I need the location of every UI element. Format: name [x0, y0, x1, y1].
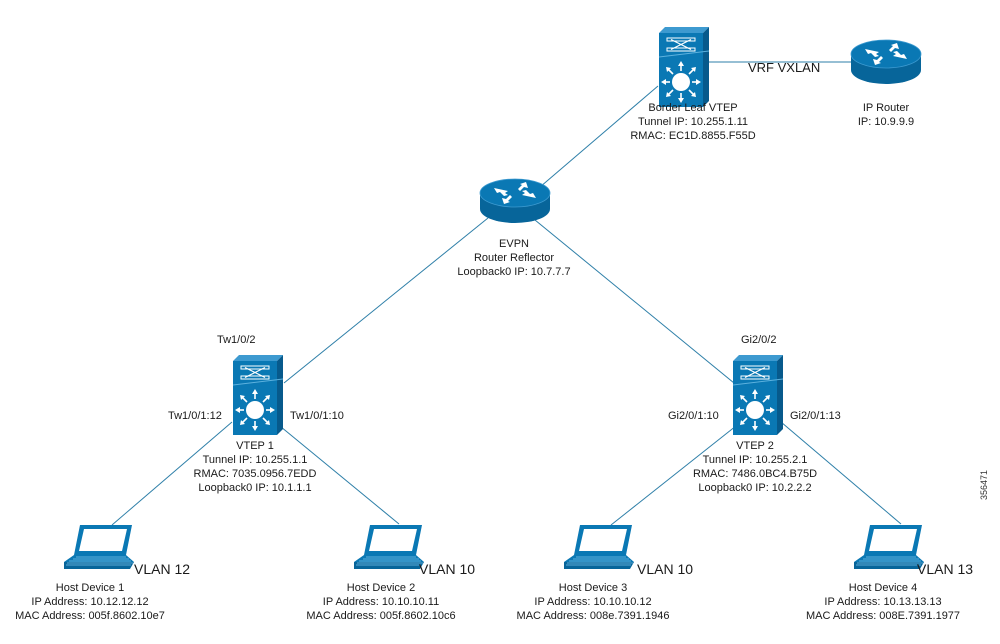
link-vtep1-host1 — [111, 421, 233, 526]
vtep2-name: VTEP 2 — [736, 440, 774, 452]
route-reflector-router-icon[interactable] — [479, 178, 551, 224]
host1-mac: MAC Address: 005f.8602.10e7 — [15, 610, 165, 622]
vtep2-right-port: Gi2/0/1:13 — [790, 410, 841, 422]
host1-name: Host Device 1 — [55, 582, 125, 594]
host3-ip: IP Address: 10.10.10.12 — [534, 596, 652, 608]
vtep2-loopback: Loopback0 IP: 10.2.2.2 — [698, 482, 812, 494]
vtep2-switch-icon[interactable] — [732, 354, 784, 436]
host1-vlan: VLAN 12 — [134, 561, 191, 577]
vtep1-uplink-port: Tw1/0/2 — [217, 334, 256, 346]
host3-mac: MAC Address: 008e.7391.1946 — [516, 610, 670, 622]
host4-vlan: VLAN 13 — [917, 561, 974, 577]
host1-laptop-icon[interactable] — [63, 524, 135, 570]
host2-ip: IP Address: 10.10.10.11 — [322, 596, 440, 608]
host3-label: Host Device 3 IP Address: 10.10.10.12 MA… — [517, 581, 670, 623]
host1-label: Host Device 1 IP Address: 10.12.12.12 MA… — [15, 581, 165, 623]
vtep1-tunnel-ip: Tunnel IP: 10.255.1.1 — [202, 454, 308, 466]
ip-router-icon[interactable] — [850, 39, 922, 85]
link-vtep2-host4 — [780, 421, 902, 525]
route-reflector-label: EVPN Router Reflector Loopback0 IP: 10.7… — [457, 237, 570, 279]
host4-mac: MAC Address: 008E.7391.1977 — [805, 610, 961, 622]
route-reflector-name: Router Reflector — [473, 252, 555, 264]
vtep1-label: VTEP 1 Tunnel IP: 10.255.1.1 RMAC: 7035.… — [194, 439, 317, 495]
border-leaf-switch-icon[interactable] — [658, 26, 710, 108]
link-route-reflector-vtep2 — [534, 219, 735, 384]
vtep1-switch-icon[interactable] — [232, 354, 284, 436]
link-route-reflector-vtep1 — [283, 217, 489, 384]
ip-router-label: IP Router IP: 10.9.9.9 — [858, 101, 914, 129]
host2-vlan: VLAN 10 — [419, 561, 476, 577]
host2-mac: MAC Address: 005f.8602.10c6 — [306, 610, 456, 622]
border-leaf-name: Border Leaf VTEP — [648, 102, 738, 114]
vtep2-uplink-port: Gi2/0/2 — [741, 334, 777, 346]
vtep1-loopback: Loopback0 IP: 10.1.1.1 — [198, 482, 312, 494]
host3-vlan: VLAN 10 — [637, 561, 694, 577]
host2-label: Host Device 2 IP Address: 10.10.10.11 MA… — [306, 581, 455, 623]
host3-name: Host Device 3 — [558, 582, 628, 594]
host3-laptop-icon[interactable] — [563, 524, 635, 570]
vtep1-rmac: RMAC: 7035.0956.7EDD — [193, 468, 317, 480]
host4-name: Host Device 4 — [848, 582, 918, 594]
border-leaf-tunnel-ip: Tunnel IP: 10.255.1.11 — [637, 116, 749, 128]
border-leaf-rmac: RMAC: EC1D.8855.F55D — [630, 130, 756, 142]
link-label-vrf-vxlan: VRF VXLAN — [748, 60, 821, 75]
vtep2-rmac: RMAC: 7486.0BC4.B75D — [692, 468, 818, 480]
ip-router-name: IP Router — [862, 102, 910, 114]
route-reflector-loopback: Loopback0 IP: 10.7.7.7 — [457, 266, 571, 278]
link-border-leaf-route-reflector — [532, 85, 659, 194]
host4-ip: IP Address: 10.13.13.13 — [824, 596, 942, 608]
border-leaf-label: Border Leaf VTEP Tunnel IP: 10.255.1.11 … — [630, 101, 755, 143]
link-vtep2-host3 — [610, 421, 742, 526]
host2-name: Host Device 2 — [346, 582, 416, 594]
host1-ip: IP Address: 10.12.12.12 — [31, 596, 149, 608]
vtep2-left-port: Gi2/0/1:10 — [668, 410, 719, 422]
host2-laptop-icon[interactable] — [353, 524, 425, 570]
figure-id: 356471 — [979, 469, 989, 500]
host4-label: Host Device 4 IP Address: 10.13.13.13 MA… — [806, 581, 960, 623]
vtep1-left-port: Tw1/0/1:12 — [168, 410, 222, 422]
vtep1-name: VTEP 1 — [236, 440, 274, 452]
link-vtep1-host2 — [274, 421, 400, 525]
vtep1-right-port: Tw1/0/1:10 — [290, 410, 344, 422]
vtep2-label: VTEP 2 Tunnel IP: 10.255.2.1 RMAC: 7486.… — [693, 439, 817, 495]
vtep2-tunnel-ip: Tunnel IP: 10.255.2.1 — [702, 454, 808, 466]
host4-laptop-icon[interactable] — [853, 524, 925, 570]
ip-router-ip: IP: 10.9.9.9 — [857, 116, 915, 128]
route-reflector-evpn: EVPN — [499, 238, 529, 250]
